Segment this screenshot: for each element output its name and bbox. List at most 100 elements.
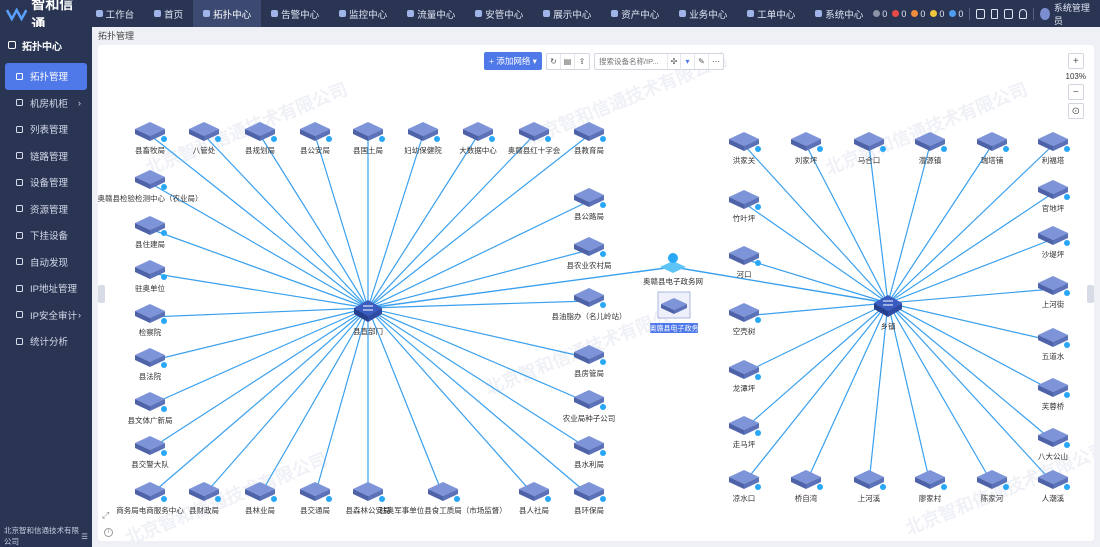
- device-node[interactable]: 县国土局: [353, 122, 385, 155]
- device-node[interactable]: 县水利局: [574, 436, 606, 469]
- device-node[interactable]: 桥自湾: [791, 470, 823, 503]
- device-node[interactable]: 刘家坪: [791, 132, 823, 165]
- device-node[interactable]: 县财政局: [189, 482, 221, 515]
- alarm-count[interactable]: 0: [949, 9, 963, 19]
- nav-item[interactable]: 拓扑中心: [193, 0, 262, 27]
- device-node[interactable]: 驻奥军事单位县食工质局（市场监督）: [379, 482, 507, 515]
- device-node[interactable]: 八管处: [189, 122, 221, 155]
- device-node[interactable]: 妇幼保健院: [404, 122, 442, 155]
- nav-item[interactable]: 工单中心: [737, 0, 805, 27]
- sidebar-item[interactable]: IP地址管理: [5, 275, 87, 302]
- sidebar-item[interactable]: 下挂设备: [5, 222, 87, 249]
- device-node[interactable]: 龙潭坪: [729, 360, 761, 393]
- device-node[interactable]: 马合口: [854, 132, 886, 165]
- hub-node[interactable]: 县直部门: [353, 300, 383, 336]
- device-node[interactable]: 人潮溪: [1038, 470, 1070, 503]
- device-node[interactable]: 县森林公安局: [346, 482, 391, 515]
- theme-icon[interactable]: [976, 8, 985, 19]
- device-node[interactable]: 瑞塔铺: [977, 132, 1009, 165]
- device-node[interactable]: 县房管局: [574, 345, 606, 378]
- device-node[interactable]: 县畜牧局: [135, 122, 167, 155]
- nav-item[interactable]: 安管中心: [465, 0, 533, 27]
- dropdown-icon[interactable]: ▾: [681, 53, 695, 69]
- right-panel-handle[interactable]: [1087, 285, 1094, 303]
- device-node[interactable]: 县油脂办（名儿岭站）: [552, 288, 627, 321]
- collapse-menu-icon[interactable]: ☰: [81, 531, 88, 541]
- alarm-count[interactable]: 0: [911, 9, 925, 19]
- device-node[interactable]: 洪家关: [729, 132, 761, 165]
- device-node[interactable]: 官地坪: [1038, 180, 1070, 213]
- device-node[interactable]: 县文体广新局: [128, 392, 173, 425]
- edit-icon[interactable]: ✎: [695, 53, 709, 69]
- alarm-count[interactable]: 0: [873, 9, 887, 19]
- device-node[interactable]: 县交警大队: [131, 436, 169, 469]
- sidebar-item[interactable]: 资源管理: [5, 196, 87, 223]
- save-icon[interactable]: ▤: [561, 53, 575, 69]
- sidebar-item[interactable]: 拓扑管理: [5, 63, 87, 90]
- device-node[interactable]: 县林业局: [245, 482, 277, 515]
- device-node[interactable]: 廖家村: [915, 470, 947, 503]
- sidebar-item[interactable]: 链路管理: [5, 143, 87, 170]
- nav-item[interactable]: 流量中心: [397, 0, 465, 27]
- search-input[interactable]: [594, 56, 667, 66]
- device-node[interactable]: 县公安局: [300, 122, 332, 155]
- add-network-button[interactable]: + 添加网络 ▾: [484, 52, 542, 70]
- bell-icon[interactable]: [1018, 8, 1028, 19]
- device-node[interactable]: 县住建局: [135, 216, 167, 249]
- device-node[interactable]: 驻奥单位: [135, 260, 167, 293]
- sidebar-item[interactable]: 统计分析: [5, 328, 87, 355]
- device-node[interactable]: 澧源镇: [915, 132, 947, 165]
- device-node[interactable]: 河口: [729, 246, 761, 279]
- sidebar-item[interactable]: 列表管理: [5, 116, 87, 143]
- core-node[interactable]: 奥赣县电子政务网: [643, 253, 703, 286]
- layout-icon[interactable]: ✣: [666, 53, 681, 69]
- app-logo[interactable]: 智和信通: [0, 0, 86, 32]
- device-node[interactable]: 奥赣县检验检测中心（农业局）: [98, 170, 203, 203]
- device-node[interactable]: 走马坪: [729, 416, 761, 449]
- alarm-count[interactable]: 0: [930, 9, 944, 19]
- device-node[interactable]: 检察院: [135, 304, 167, 337]
- device-node[interactable]: 竹叶坪: [729, 190, 761, 223]
- device-node[interactable]: 县环保局: [574, 482, 606, 515]
- sidebar-item[interactable]: 机房机柜›: [5, 90, 87, 117]
- left-panel-handle[interactable]: [98, 285, 105, 303]
- selected-node[interactable]: 奥赣县电子政务: [650, 291, 699, 333]
- device-node[interactable]: 县法院: [135, 348, 167, 381]
- device-node[interactable]: 奥赣县红十字会: [508, 122, 561, 155]
- nav-item[interactable]: 首页: [144, 0, 193, 27]
- nav-item[interactable]: 业务中心: [669, 0, 737, 27]
- topology-canvas[interactable]: 北京智和信通技术有限公司 北京智和信通技术有限公司 北京智和信通技术有限公司 北…: [98, 45, 1094, 541]
- sidebar-item[interactable]: 设备管理: [5, 169, 87, 196]
- device-node[interactable]: 沙堤坪: [1038, 226, 1070, 259]
- device-node[interactable]: 县交通局: [300, 482, 332, 515]
- fit-view-button[interactable]: ⊙: [1067, 103, 1084, 119]
- nav-item[interactable]: 告警中心: [261, 0, 329, 27]
- device-node[interactable]: 县教育局: [574, 122, 606, 155]
- nav-item[interactable]: 系统中心: [805, 0, 873, 27]
- device-node[interactable]: 大数据中心: [459, 122, 497, 155]
- info-icon[interactable]: i: [104, 528, 113, 537]
- device-node[interactable]: 五道水: [1038, 328, 1070, 361]
- sidebar-item[interactable]: IP安全审计›: [5, 302, 87, 329]
- sidebar-item[interactable]: 自动发现: [5, 249, 87, 276]
- refresh-icon[interactable]: ↻: [547, 53, 561, 69]
- device-node[interactable]: 空壳树: [729, 303, 761, 336]
- device-node[interactable]: 凉水口: [729, 470, 761, 503]
- device-node[interactable]: 县农业农村局: [567, 237, 612, 270]
- fullscreen-icon[interactable]: [1004, 8, 1013, 19]
- device-node[interactable]: 商务局电商服务中心: [116, 482, 184, 515]
- device-node[interactable]: 上河溪: [854, 470, 886, 503]
- device-node[interactable]: 县规划局: [245, 122, 277, 155]
- device-node[interactable]: 八大公山: [1038, 428, 1070, 461]
- device-node[interactable]: 陈家河: [977, 470, 1009, 503]
- hub-node[interactable]: 乡镇: [874, 295, 902, 331]
- export-icon[interactable]: ⇪: [578, 56, 586, 66]
- alarm-count[interactable]: 0: [892, 9, 906, 19]
- topology-graph[interactable]: 县畜牧局八管处县规划局县公安局县国土局妇幼保健院大数据中心奥赣县红十字会县教育局…: [98, 45, 1094, 541]
- nav-item[interactable]: 展示中心: [533, 0, 601, 27]
- user-menu[interactable]: 系统管理员: [1040, 1, 1090, 27]
- device-node[interactable]: 县公路局: [574, 188, 606, 221]
- zoom-out-button[interactable]: −: [1067, 84, 1084, 100]
- device-node[interactable]: 上河街: [1038, 276, 1070, 309]
- zoom-in-button[interactable]: +: [1067, 53, 1084, 69]
